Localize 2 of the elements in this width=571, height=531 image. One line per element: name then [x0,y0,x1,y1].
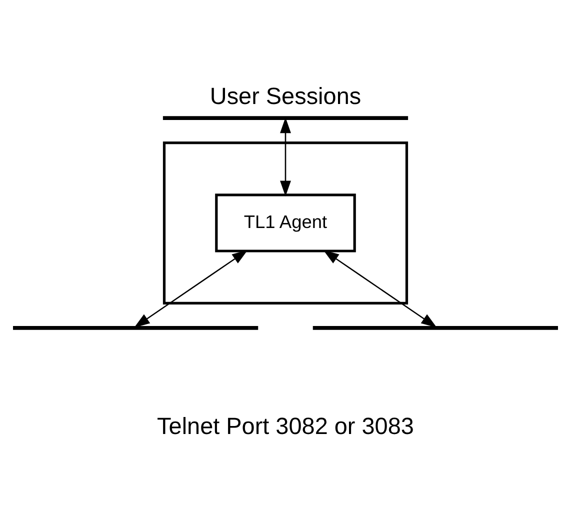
caption: Telnet Port 3082 or 3083 [157,412,414,439]
diagram-title: User Sessions [210,82,362,109]
